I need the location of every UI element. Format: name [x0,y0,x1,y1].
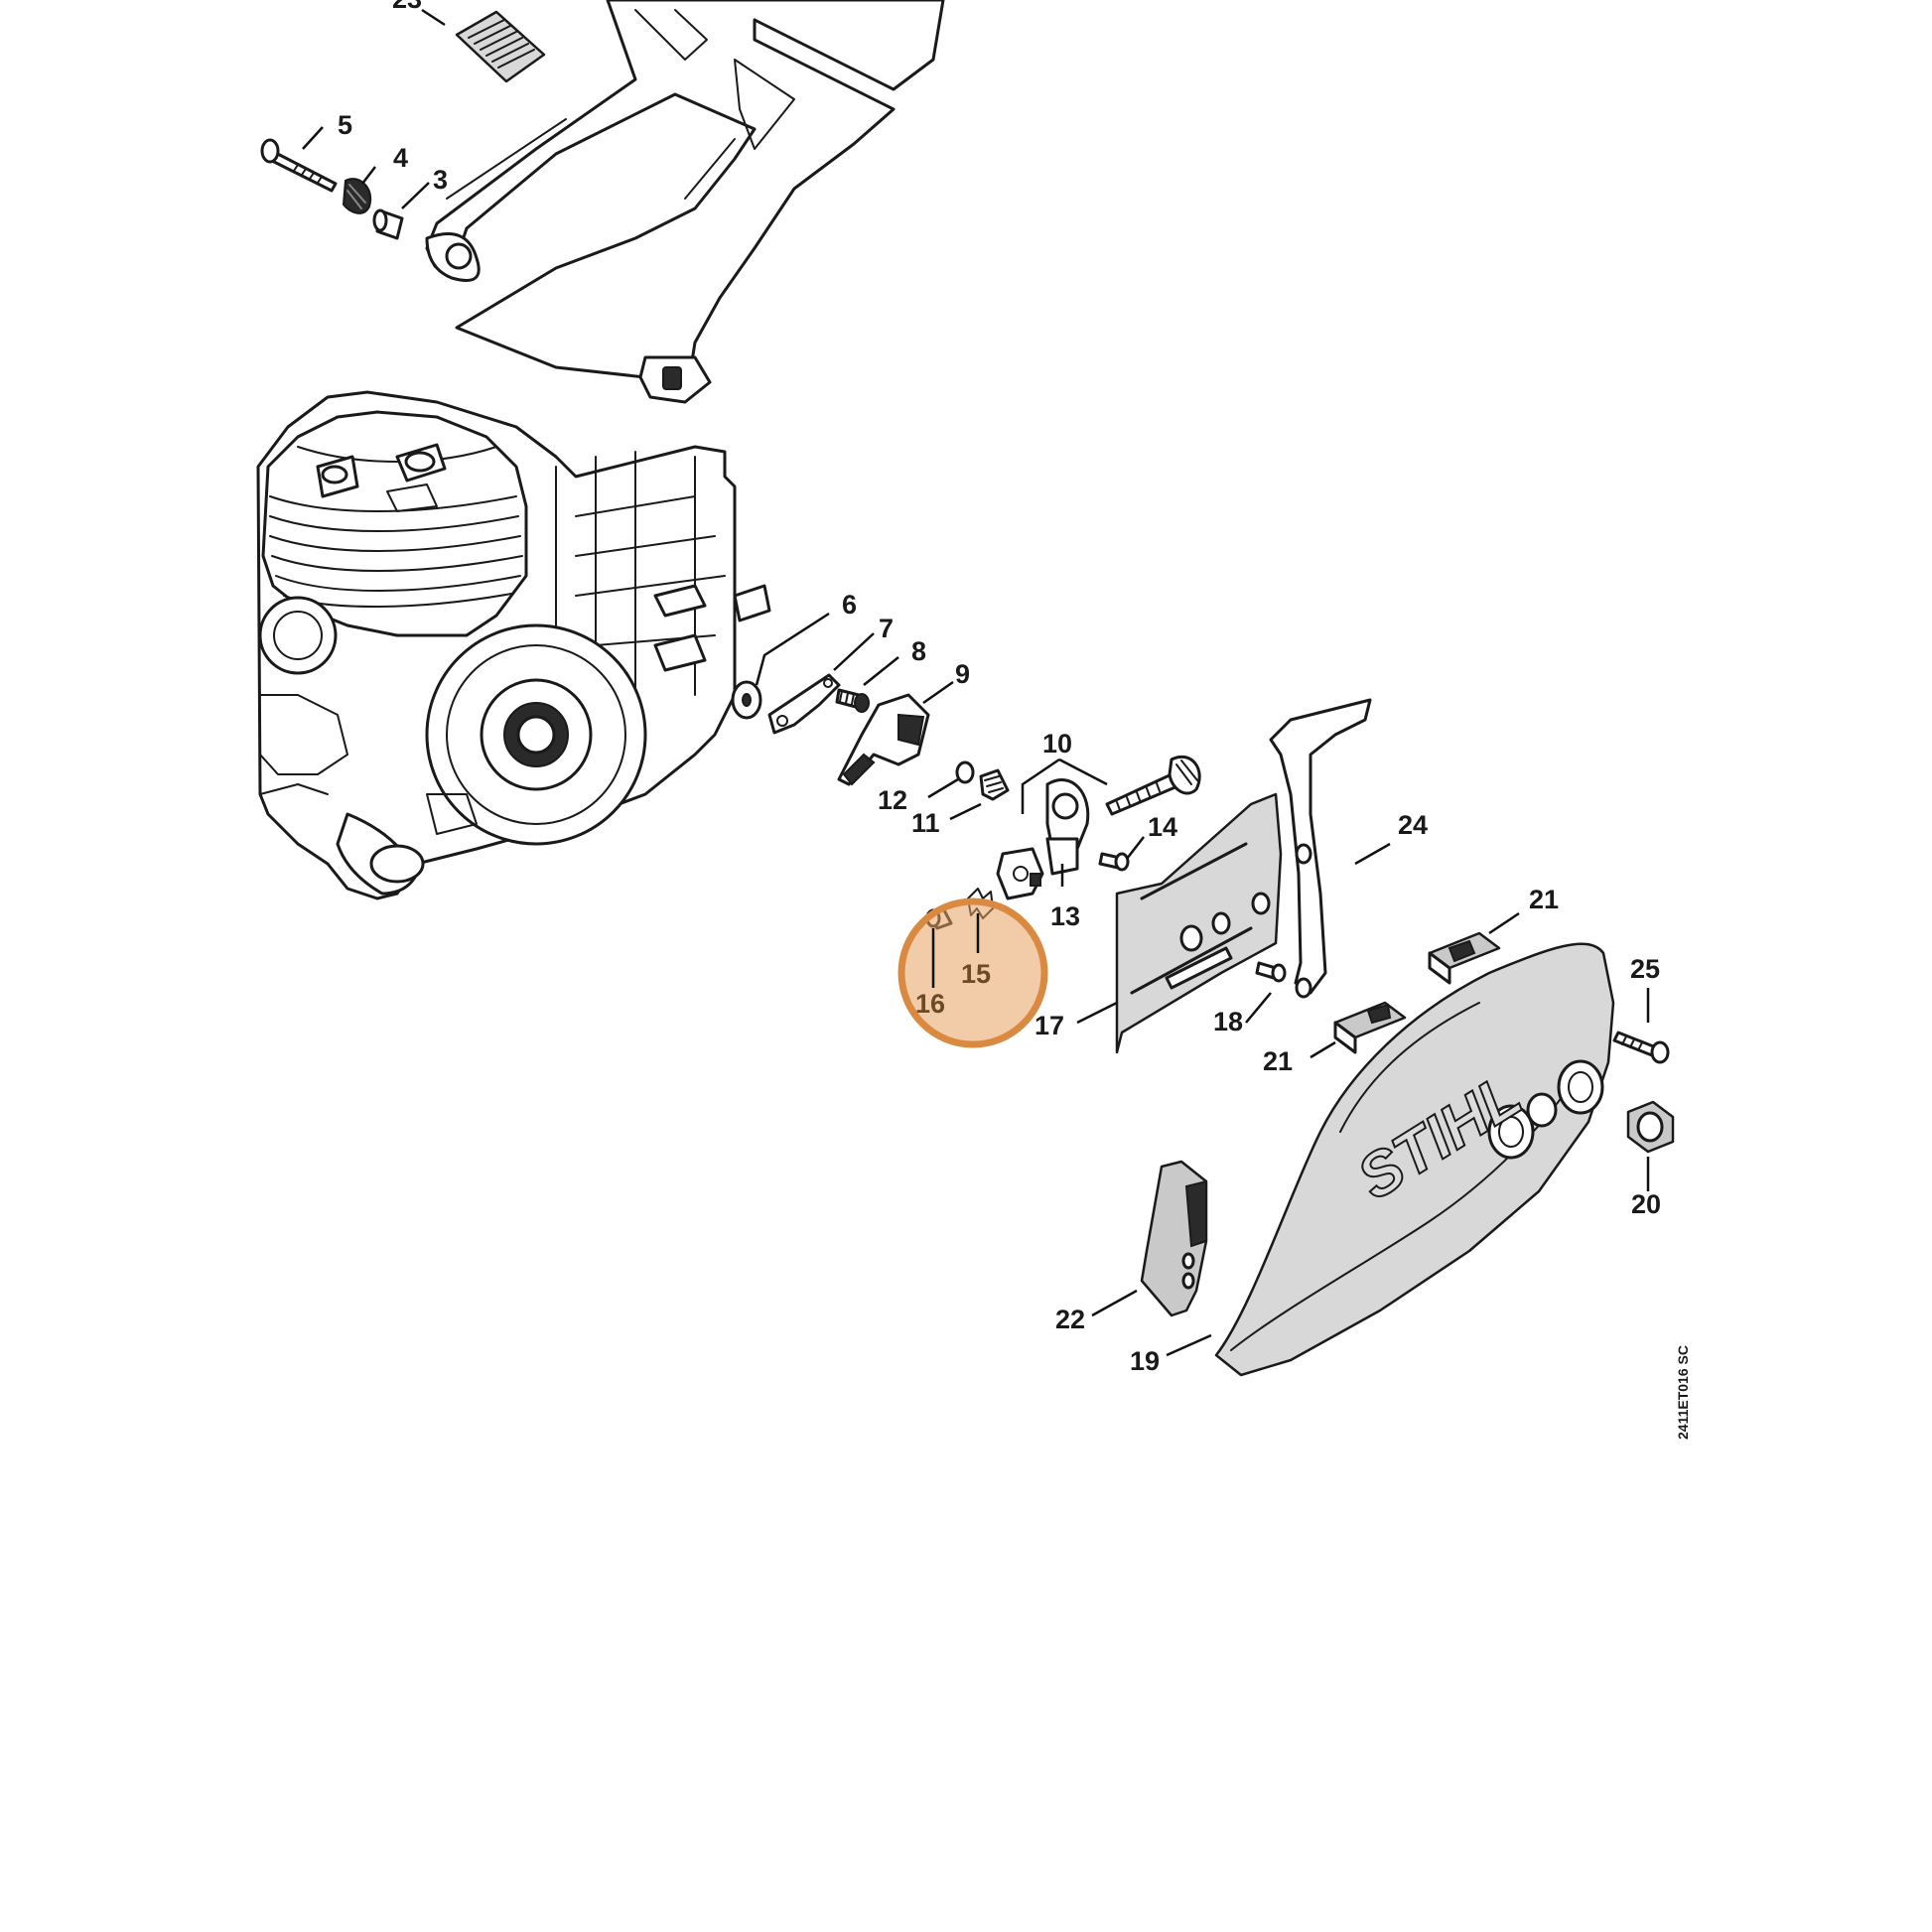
tensioner-screw [1105,755,1201,816]
nut-part-20 [1626,1100,1675,1154]
callout-11: 11 [911,808,940,838]
nut-part-21-a [1428,931,1501,985]
nut-part-21-b [1333,1001,1407,1054]
washer-part-6 [731,680,762,720]
callout-19: 19 [1130,1346,1160,1376]
plate-part-7 [767,673,841,735]
screw-part-14 [1098,852,1130,872]
callout-25: 25 [1630,954,1660,984]
screw-part-8 [835,688,870,713]
callout-10: 10 [1042,729,1072,759]
callout-12: 12 [878,785,907,815]
sleeve-part-3 [372,208,404,240]
gear-part-11 [979,768,1010,801]
callout-21-top: 21 [1529,885,1559,914]
highlight-circle [897,897,1048,1048]
callout-5: 5 [338,110,352,140]
callout-22: 22 [1055,1305,1085,1334]
chain-catcher-part-9 [837,693,930,786]
hand-guard-part [425,0,945,404]
guide-plate-part-17 [1115,792,1283,1054]
screw-part-18 [1255,961,1287,983]
callout-17: 17 [1035,1011,1064,1040]
tensioner-part-10 [996,778,1090,900]
callout-labels: 23 5 4 3 6 7 8 9 10 12 11 14 13 15 16 17… [338,0,1661,1376]
sprocket-cover-part-19: STIHL [1214,942,1615,1377]
spring-part-4 [342,178,372,214]
callout-9: 9 [955,659,970,689]
rail-part-24 [1269,698,1372,999]
callout-4: 4 [393,143,408,173]
bumper-part-22 [1140,1160,1208,1317]
callout-8: 8 [911,636,926,666]
callout-14: 14 [1148,812,1177,842]
guard-pad-part [455,10,546,83]
callout-13: 13 [1050,901,1080,931]
callout-3: 3 [433,165,448,195]
drawing-code: 2411ET016 SC [1675,1345,1691,1440]
engine-housing-part [256,390,771,900]
callout-21-left: 21 [1263,1046,1293,1076]
callout-15: 15 [961,959,991,989]
screw-part-25 [1612,1031,1670,1064]
callout-6: 6 [842,590,857,620]
o-ring-part-12 [955,760,975,784]
callout-24: 24 [1398,810,1428,840]
callout-7: 7 [879,614,894,643]
callout-20: 20 [1631,1189,1661,1219]
bolt-part-5 [260,138,338,193]
leader-lines [302,8,1650,1357]
callout-18: 18 [1213,1007,1243,1036]
callout-23: 23 [392,0,422,14]
callout-16: 16 [915,989,945,1019]
